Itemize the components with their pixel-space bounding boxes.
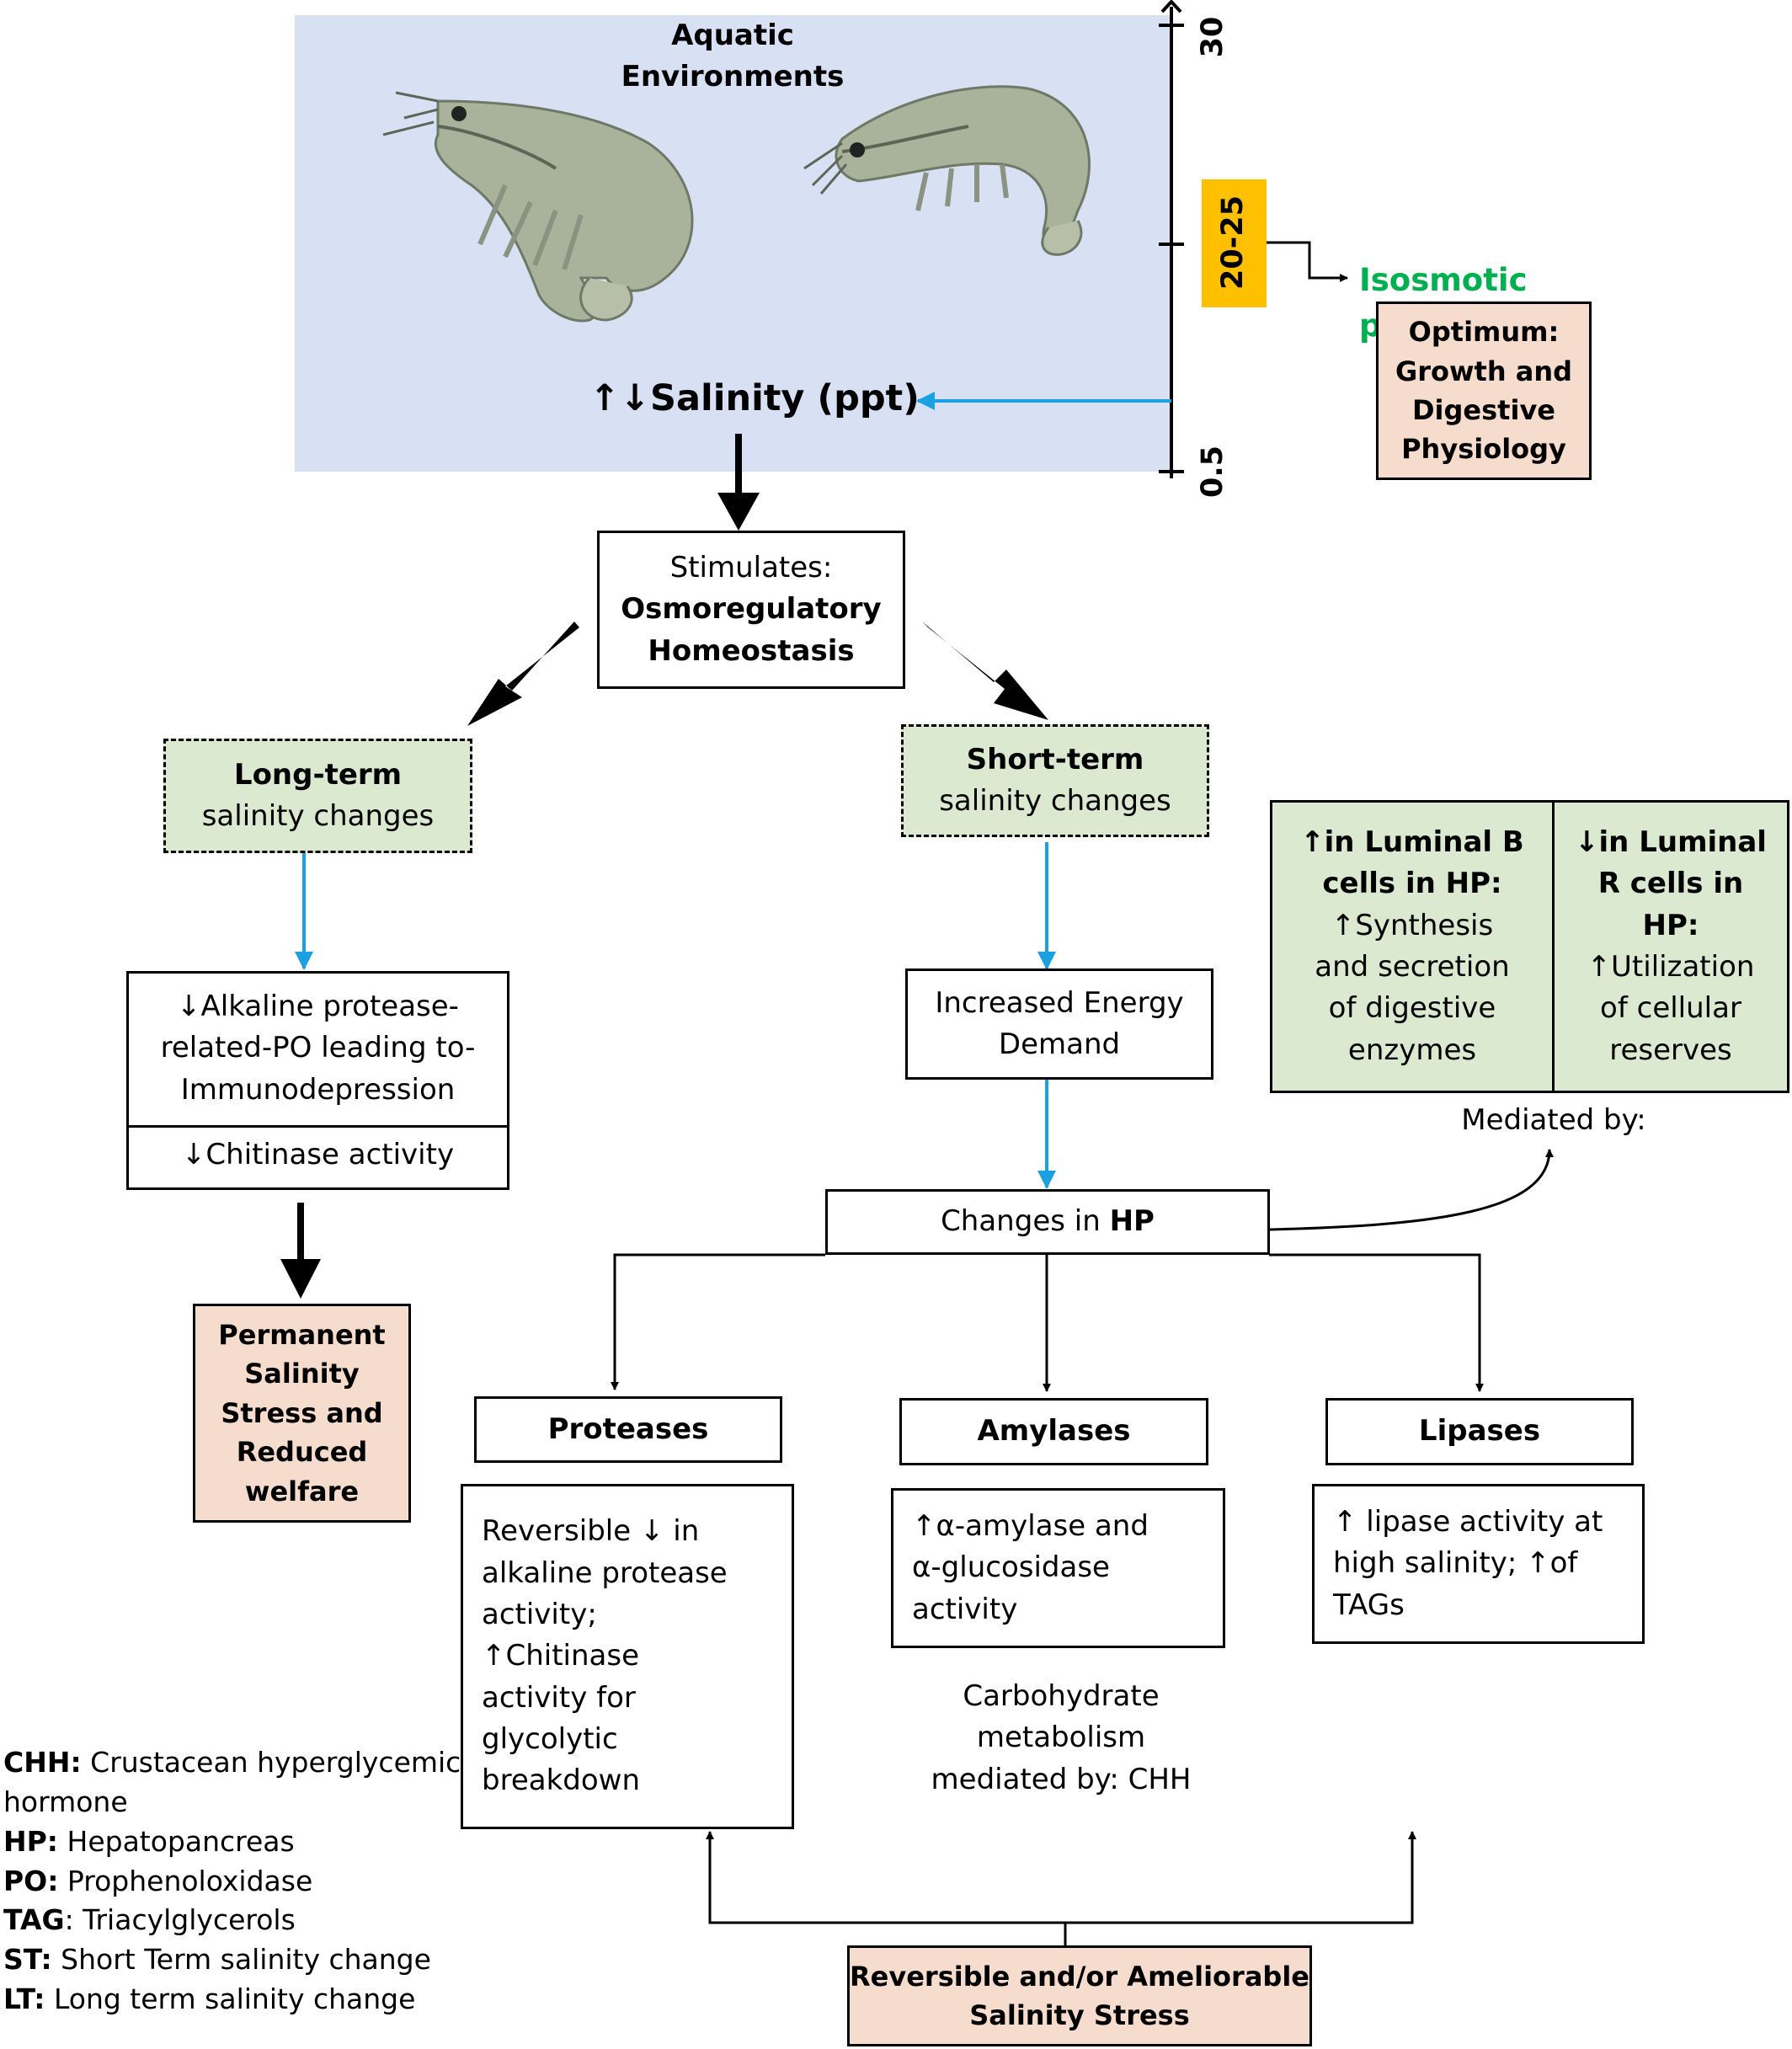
mediated-by-label: Mediated by: bbox=[1461, 1103, 1646, 1137]
short-term-box: Short-term salinity changes bbox=[901, 724, 1209, 837]
luminal-r-box: ↓in Luminal R cells in HP: ↑Utilization … bbox=[1552, 800, 1789, 1093]
abbreviation-legend: CHH: Crustacean hyperglycemic hormone HP… bbox=[3, 1743, 461, 2020]
proteases-box: Proteases bbox=[474, 1396, 782, 1463]
hp-changes-box: Changes in HP bbox=[825, 1189, 1270, 1255]
amylase-description-box: ↑α-amylase and α-glucosidase activity bbox=[891, 1488, 1225, 1648]
reversible-connectors bbox=[706, 1831, 1416, 1945]
legend-item: TAG: Triacylglycerols bbox=[3, 1903, 296, 1937]
lt-effects-box: ↓Alkaline protease- related-PO leading t… bbox=[126, 971, 509, 1190]
reversible-stress-box: Reversible and/or Ameliorable Salinity S… bbox=[847, 1945, 1312, 2046]
chitinase-effect: ↓Chitinase activity bbox=[181, 1138, 455, 1172]
lipase-description-box: ↑ lipase activity at high salinity; ↑of … bbox=[1312, 1484, 1645, 1644]
legend-item: ST: Short Term salinity change bbox=[3, 1943, 431, 1977]
energy-demand-box: Increased Energy Demand bbox=[905, 968, 1213, 1080]
hp-tree-connectors bbox=[611, 1149, 1554, 1392]
env-to-stimulates-arrow bbox=[717, 434, 760, 531]
salinity-scale bbox=[1159, 0, 1184, 478]
long-term-box: Long-term salinity changes bbox=[163, 739, 472, 853]
alkaline-protease-effect: ↓Alkaline protease- related-PO leading t… bbox=[160, 990, 476, 1107]
scale-label-30: 30 bbox=[1196, 16, 1229, 58]
legend-item: HP: Hepatopancreas bbox=[3, 1824, 295, 1858]
to-permanent-arrow bbox=[280, 1203, 321, 1299]
protease-description-box: Reversible ↓ in alkaline protease activi… bbox=[461, 1484, 794, 1829]
scale-label-0-5: 0.5 bbox=[1196, 446, 1229, 499]
legend-item: hormone bbox=[3, 1785, 128, 1818]
stimulates-box: Stimulates: Osmoregulatory Homeostasis bbox=[597, 531, 905, 689]
optimum-box: Optimum: Growth and Digestive Physiology bbox=[1376, 301, 1592, 480]
lipases-box: Lipases bbox=[1325, 1398, 1634, 1465]
permanent-stress-box: Permanent Salinity Stress and Reduced we… bbox=[193, 1304, 411, 1523]
to-short-term-arrow bbox=[922, 622, 1048, 720]
isosmotic-range-badge bbox=[1202, 179, 1267, 307]
shrimp-right-image bbox=[803, 85, 1091, 256]
legend-item: LT: Long term salinity change bbox=[3, 1982, 416, 2016]
legend-item: CHH: Crustacean hyperglycemic bbox=[3, 1746, 461, 1779]
to-long-term-arrow bbox=[467, 622, 579, 726]
isosmotic-connector bbox=[1267, 241, 1348, 282]
amylases-box: Amylases bbox=[899, 1398, 1208, 1465]
salinity-label: ↑↓Salinity (ppt) bbox=[589, 377, 920, 419]
carbohydrate-metabolism-label: Carbohydrate metabolism mediated by: CHH bbox=[931, 1679, 1192, 1796]
scale-label-20-25: 20-25 bbox=[1216, 195, 1250, 290]
shrimp-left-image bbox=[382, 91, 694, 323]
environment-title: Aquatic Environments bbox=[621, 19, 845, 94]
legend-item: PO: Prophenoloxidase bbox=[3, 1864, 313, 1897]
luminal-b-box: ↑in Luminal B cells in HP: ↑Synthesis an… bbox=[1270, 800, 1555, 1093]
